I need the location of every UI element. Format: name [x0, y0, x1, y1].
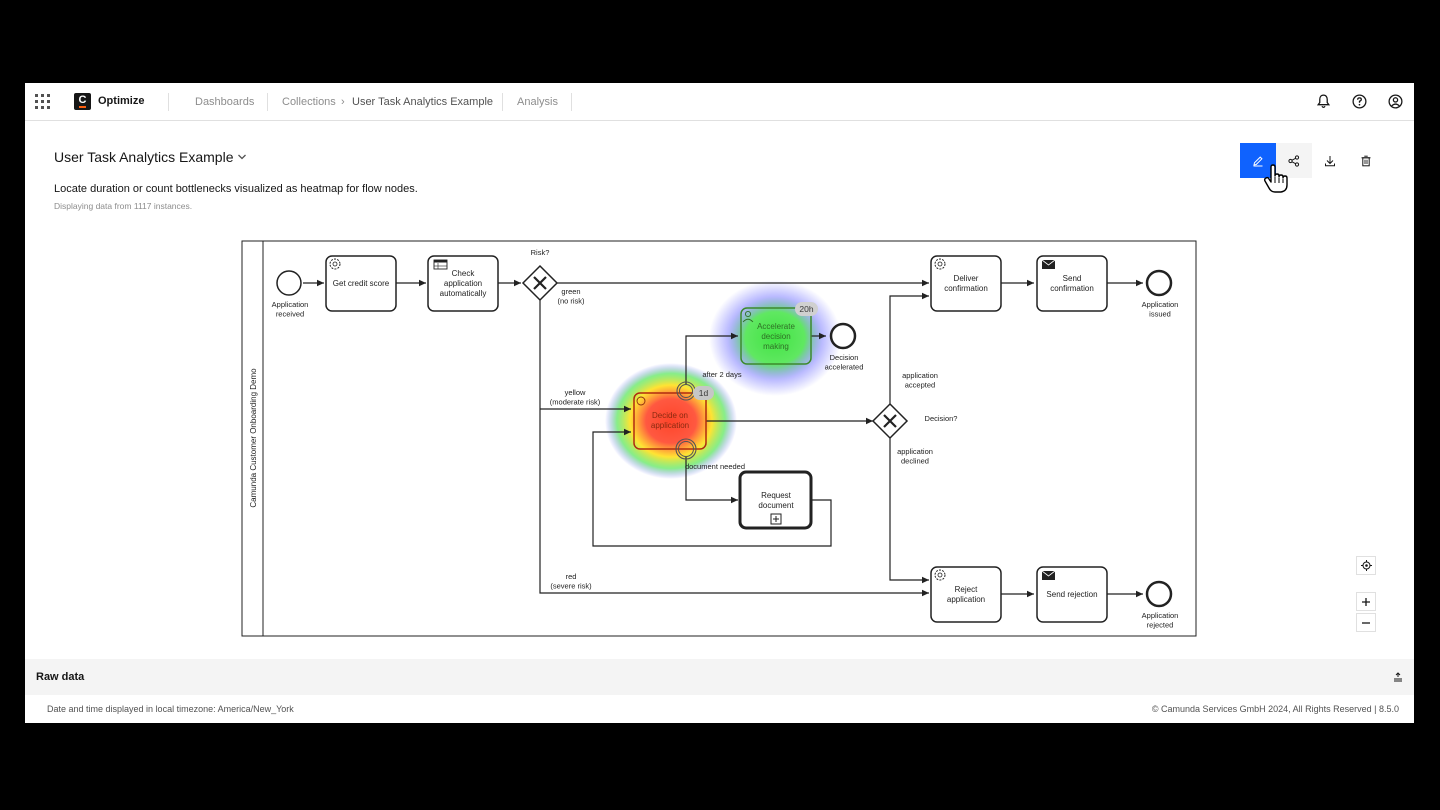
divider	[571, 93, 572, 111]
notifications-icon[interactable]	[1315, 93, 1332, 110]
end-event-application-issued[interactable]	[1145, 269, 1173, 297]
svg-text:Get credit score: Get credit score	[333, 279, 390, 288]
edit-button[interactable]	[1240, 143, 1276, 178]
gateway-decision-label: Decision?	[925, 414, 958, 423]
breadcrumb-separator: ›	[341, 96, 345, 108]
delete-button[interactable]	[1348, 143, 1384, 178]
app-name[interactable]: Optimize	[98, 95, 145, 107]
divider	[168, 93, 169, 111]
help-icon[interactable]	[1351, 93, 1368, 110]
task-get-credit-score[interactable]: Get credit score	[325, 255, 397, 312]
pool	[241, 240, 1197, 637]
camunda-logo: C	[74, 93, 91, 110]
optimize-app: C Optimize Dashboards Collections › User…	[25, 83, 1414, 723]
start-event[interactable]	[276, 270, 302, 296]
gateway-risk[interactable]	[521, 264, 559, 302]
svg-text:Send rejection: Send rejection	[1046, 590, 1097, 599]
top-bar: C Optimize Dashboards Collections › User…	[25, 83, 1414, 121]
footer: Date and time displayed in local timezon…	[25, 695, 1414, 723]
nav-collections[interactable]: Collections	[282, 96, 336, 108]
app-switcher-icon[interactable]	[33, 92, 52, 111]
edit-icon	[1253, 155, 1263, 166]
instances-info: Displaying data from 1117 instances.	[54, 201, 193, 211]
report-description: Locate duration or count bottlenecks vis…	[54, 183, 418, 195]
flow-label-red: red(severe risk)	[550, 572, 592, 590]
reset-view-button[interactable]	[1356, 556, 1376, 575]
share-icon	[1288, 154, 1300, 167]
end-event-decision-accelerated[interactable]	[829, 322, 857, 350]
copyright: © Camunda Services GmbH 2024, All Rights…	[1151, 704, 1399, 714]
minus-icon	[1362, 621, 1370, 624]
divider	[502, 93, 503, 111]
flow-label-document-needed: document needed	[685, 462, 745, 471]
raw-data-panel[interactable]: Raw data	[25, 659, 1414, 695]
chevron-down-icon[interactable]	[237, 153, 247, 161]
raw-data-label: Raw data	[36, 671, 85, 683]
svg-text:20h: 20h	[799, 304, 813, 314]
divider	[267, 93, 268, 111]
gateway-decision[interactable]	[871, 402, 909, 440]
pool-label: Camunda Customer Onboarding Demo	[249, 368, 258, 508]
gateway-risk-label: Risk?	[531, 248, 550, 257]
report-title: User Task Analytics Example	[54, 149, 234, 165]
user-profile-icon[interactable]	[1387, 93, 1404, 110]
flow-label-after-2-days: after 2 days	[702, 370, 741, 379]
expand-panel-icon[interactable]	[1392, 671, 1404, 683]
breadcrumb-report[interactable]: User Task Analytics Example	[352, 96, 494, 108]
zoom-in-button[interactable]	[1356, 592, 1376, 611]
flow-label-yellow: yellow(moderate risk)	[550, 388, 601, 406]
badge-accelerate	[795, 302, 818, 316]
bpmn-diagram: Camunda Customer Onboarding Demo Applica…	[241, 240, 1197, 637]
nav-dashboards[interactable]: Dashboards	[195, 96, 255, 108]
end-event-application-rejected[interactable]	[1145, 580, 1173, 608]
timezone-info: Date and time displayed in local timezon…	[47, 704, 294, 714]
badge-decide	[693, 386, 714, 400]
share-button[interactable]	[1276, 143, 1312, 178]
svg-text:1d: 1d	[699, 388, 709, 398]
download-button[interactable]	[1312, 143, 1348, 178]
locate-icon	[1360, 560, 1372, 571]
plus-icon	[1362, 597, 1370, 606]
trash-icon	[1361, 155, 1371, 166]
nav-analysis[interactable]: Analysis	[517, 96, 558, 108]
download-icon	[1325, 155, 1335, 166]
flow-label-green: green(no risk)	[557, 287, 585, 305]
zoom-out-button[interactable]	[1356, 613, 1376, 632]
task-send-rejection[interactable]: Send rejection	[1036, 566, 1108, 623]
hand-cursor-icon	[1263, 164, 1288, 193]
